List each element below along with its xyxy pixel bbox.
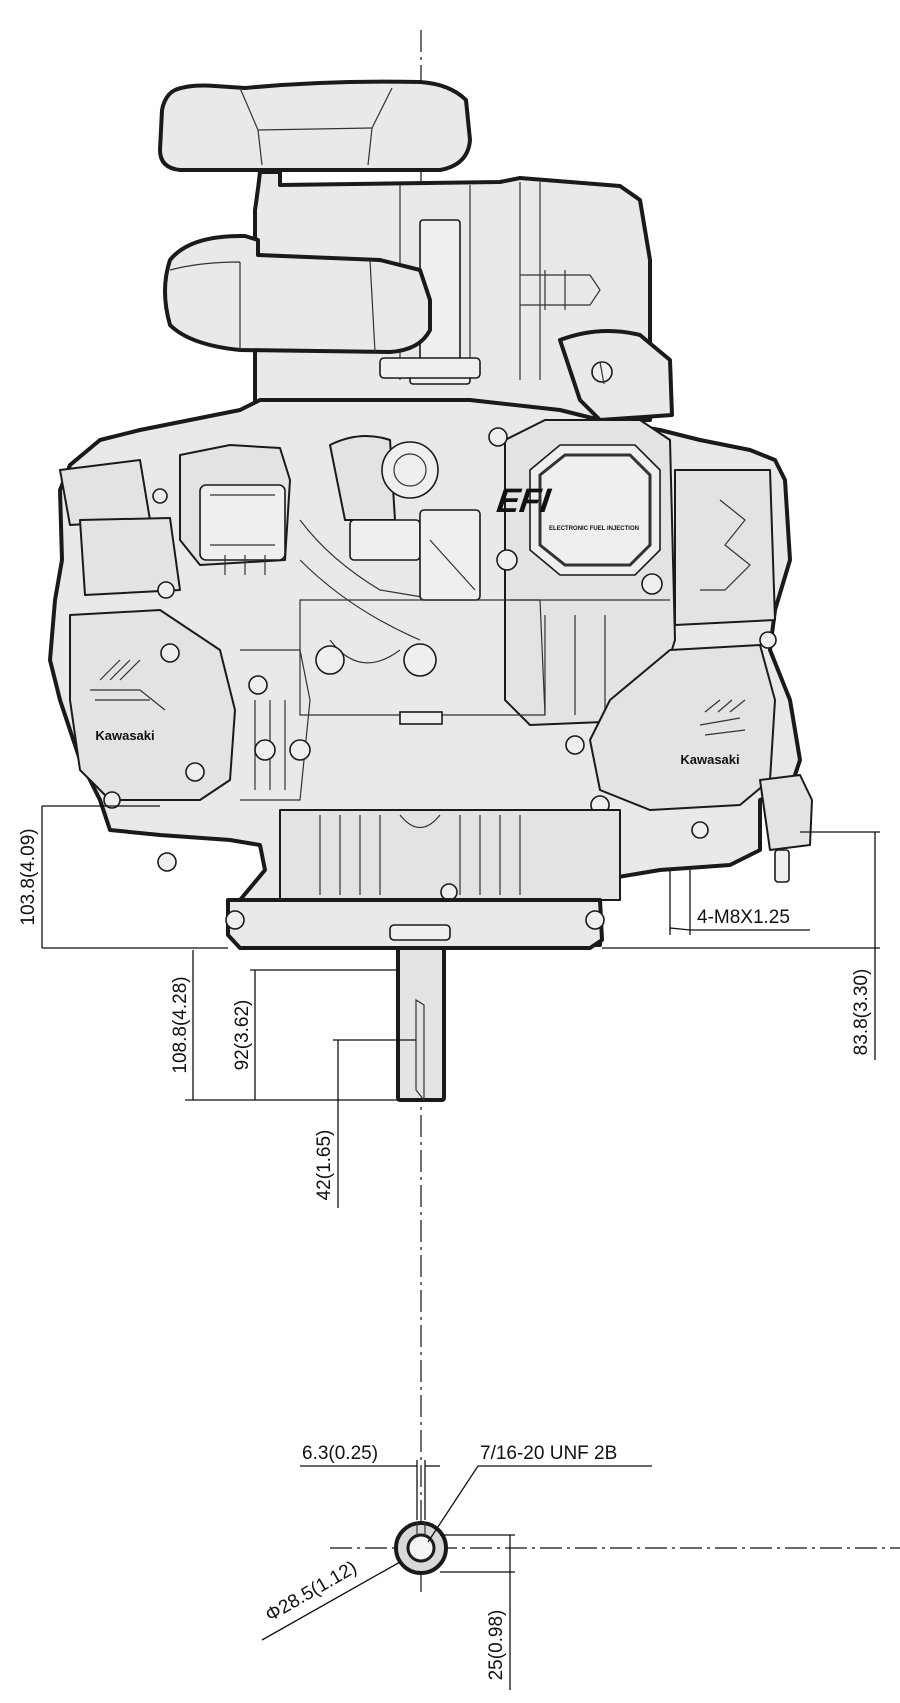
right-kawasaki-logo: Kawasaki xyxy=(680,752,739,767)
engine-body: EFI ELECTRONIC FUEL INJECTION Kawasaki xyxy=(48,79,813,950)
dim-label-thread-tap: 7/16-20 UNF 2B xyxy=(480,1443,617,1464)
dim-label-42: 42(1.65) xyxy=(314,1130,335,1201)
mounting-flange xyxy=(226,898,604,950)
efi-badge-text: EFI xyxy=(494,482,554,520)
dimension-lines xyxy=(41,805,880,1690)
intake-tube xyxy=(163,233,432,354)
dim-label-diameter: Φ28.5(1.12) xyxy=(262,1557,361,1626)
dim-label-108-8: 108.8(4.28) xyxy=(170,976,191,1073)
dim-label-92: 92(3.62) xyxy=(232,1000,253,1071)
dim-label-thread-holes: 4-M8X1.25 xyxy=(697,907,790,928)
dim-label-25: 25(0.98) xyxy=(486,1610,507,1681)
left-kawasaki-logo: Kawasaki xyxy=(95,728,154,743)
left-cylinder-head xyxy=(69,609,236,801)
dim-label-103-8: 103.8(4.09) xyxy=(18,828,39,925)
crankshaft xyxy=(396,946,446,1102)
efi-subtitle-text: ELECTRONIC FUEL INJECTION xyxy=(549,526,639,532)
shaft-end-view xyxy=(394,1521,448,1575)
dim-label-83-8: 83.8(3.30) xyxy=(851,969,872,1056)
dim-label-keyway: 6.3(0.25) xyxy=(302,1443,378,1464)
right-cylinder-head xyxy=(589,644,776,811)
air-cleaner-knob xyxy=(158,79,472,172)
